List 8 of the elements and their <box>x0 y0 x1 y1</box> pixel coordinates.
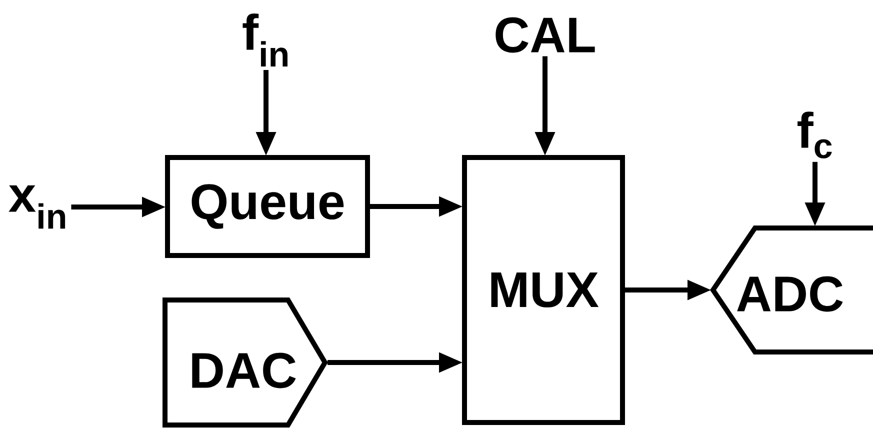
signal-label: CAL <box>496 17 595 53</box>
converter-block: ADC <box>710 226 873 354</box>
signal-label: f$_{c}$ <box>798 112 832 158</box>
block-box: MUX <box>462 155 625 425</box>
signal-label: x$_{in}$ <box>8 185 66 229</box>
signal-label: f$_{in}$ <box>242 14 288 66</box>
converter-block: DAC <box>162 298 328 428</box>
block-box: Queue <box>165 155 370 258</box>
